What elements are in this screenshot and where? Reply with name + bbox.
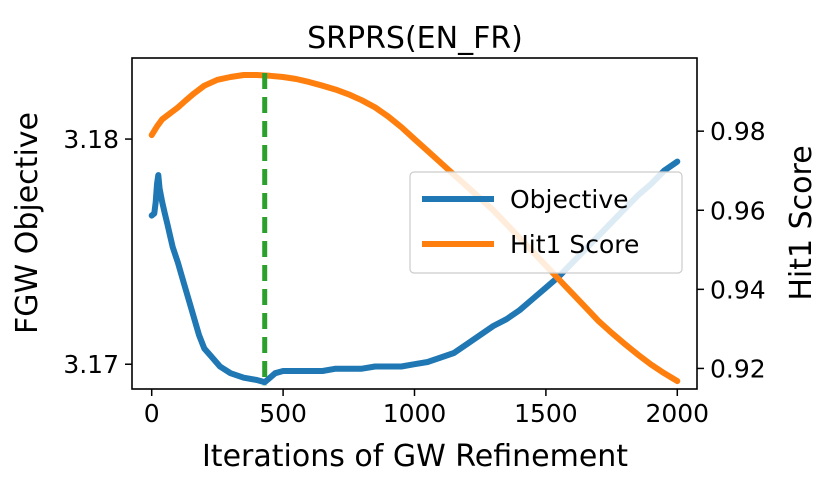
y-axis-left: 3.17 3.18 — [63, 125, 132, 379]
legend-label: Objective — [510, 185, 629, 214]
y-axis-right-label: Hit1 Score — [784, 145, 819, 300]
y-left-tick-label: 3.18 — [63, 125, 119, 154]
x-tick-label: 0 — [144, 399, 160, 428]
x-tick-label: 500 — [259, 399, 307, 428]
x-axis-label: Iterations of GW Refinement — [202, 439, 628, 474]
y-right-tick-label: 0.98 — [710, 117, 766, 146]
x-tick-label: 2000 — [645, 399, 709, 428]
y-right-tick-label: 0.94 — [710, 275, 766, 304]
x-axis: 0 500 1000 1500 2000 — [144, 389, 709, 428]
y-right-tick-label: 0.96 — [710, 196, 766, 225]
plot-area — [148, 72, 681, 386]
chart-title: SRPRS(EN_FR) — [307, 21, 523, 56]
x-tick-label: 1500 — [514, 399, 578, 428]
y-axis-right: 0.92 0.94 0.96 0.98 — [697, 117, 766, 383]
x-tick-label: 1000 — [383, 399, 447, 428]
y-axis-left-label: FGW Objective — [10, 112, 45, 334]
legend-label: Hit1 Score — [510, 230, 639, 259]
y-left-tick-label: 3.17 — [63, 350, 119, 379]
series-line-hit1-score — [148, 72, 681, 385]
y-right-tick-label: 0.92 — [710, 354, 766, 383]
